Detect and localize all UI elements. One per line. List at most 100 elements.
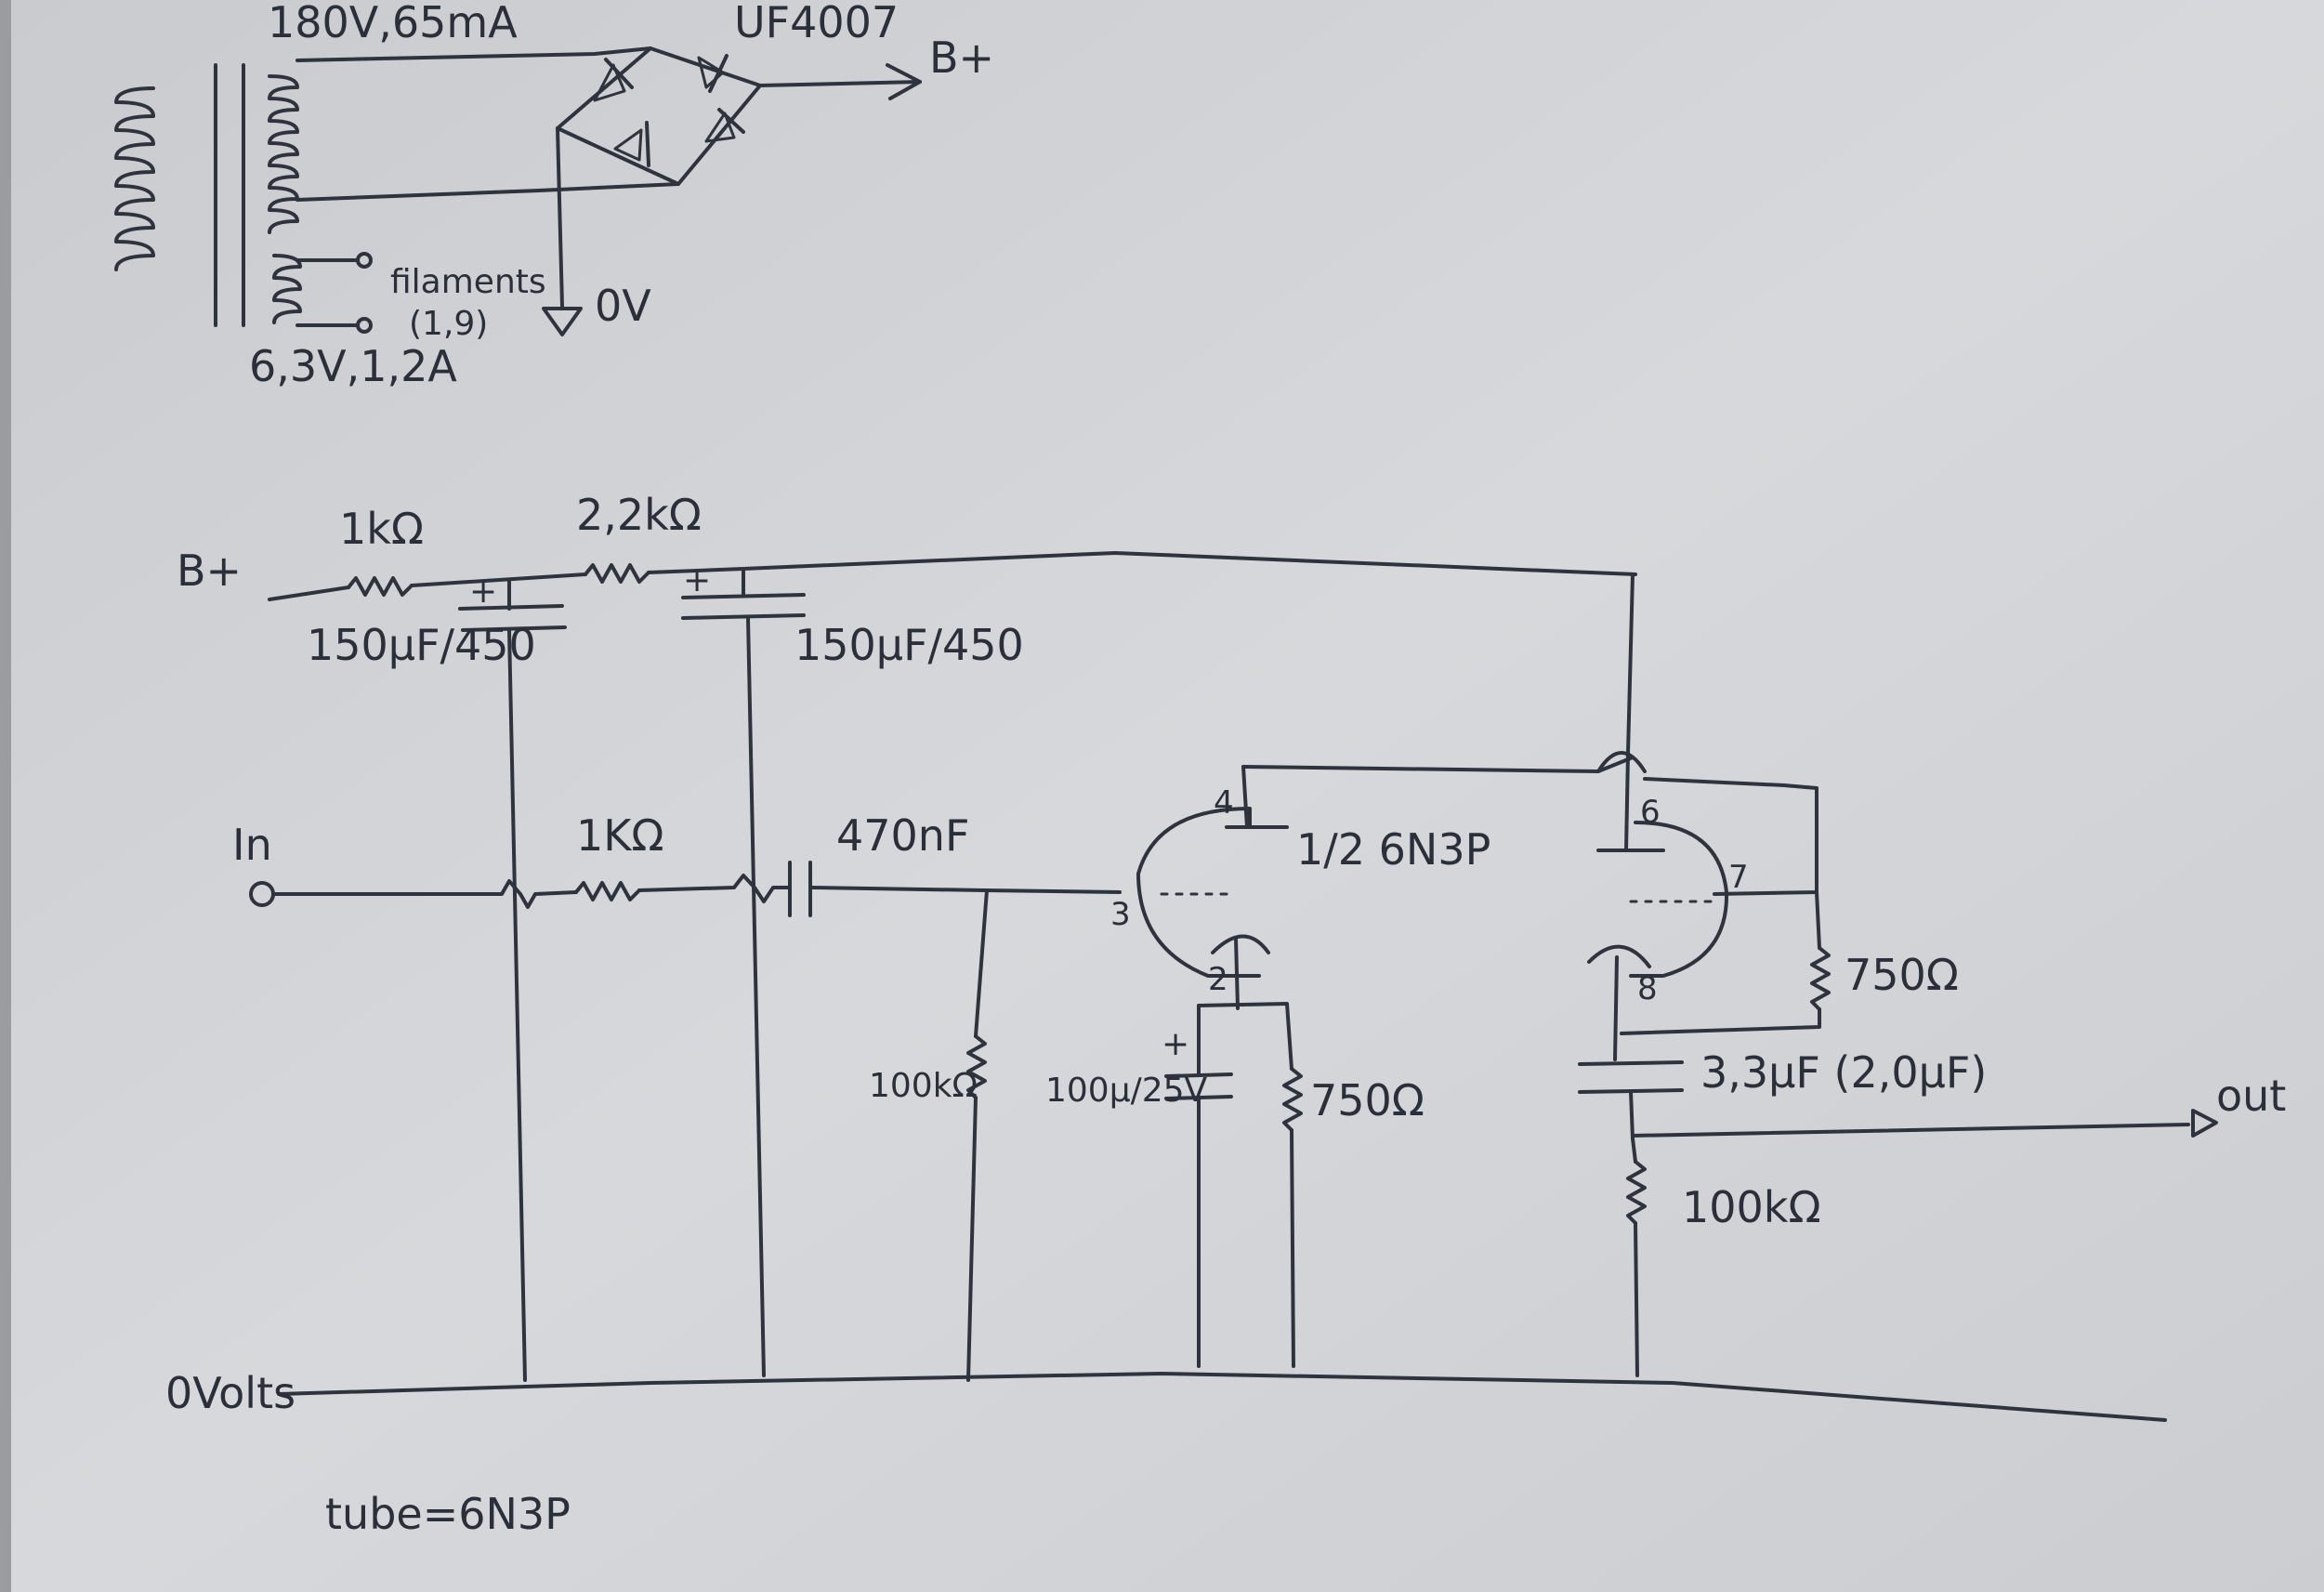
filament-terminal-top bbox=[356, 252, 373, 269]
heater-winding-label: 6,3V,1,2A bbox=[249, 341, 457, 391]
tube2-pin-plate: 6 bbox=[1640, 794, 1661, 831]
tube1-plate-lead bbox=[1241, 765, 1249, 829]
ground-symbol bbox=[542, 307, 583, 336]
out-res-top-wire bbox=[1631, 1137, 1637, 1164]
bplus-rail-wire bbox=[268, 585, 350, 601]
bplus-rail-wire bbox=[647, 551, 1637, 576]
out-cap-bottom-lead bbox=[1629, 1090, 1635, 1140]
power-supply-section: 180V,65mA 6,3V,1,2A filaments (1,9) UF40… bbox=[114, 0, 994, 391]
tube1-label: 1/2 6N3P bbox=[1296, 824, 1490, 875]
ground-rail-label: 0Volts bbox=[165, 1368, 295, 1418]
rectifier-output-wire bbox=[758, 80, 922, 87]
c2-filter-capacitor-plate bbox=[681, 613, 806, 620]
cathode1-wire bbox=[1197, 1002, 1293, 1071]
c-coupling-label: 470nF bbox=[836, 810, 969, 861]
filament-pins-label: (1,9) bbox=[409, 305, 488, 343]
r-grid-ground-wire bbox=[966, 1096, 978, 1382]
tube2-plate-lead bbox=[1624, 751, 1630, 852]
r-grid-resistor bbox=[966, 1034, 987, 1099]
tube2-cathode bbox=[1587, 944, 1651, 968]
c2-filter-capacitor-plate bbox=[681, 593, 806, 599]
c2-filter-label: 150µF/450 bbox=[794, 620, 1024, 670]
supply-ground-label: 0V bbox=[595, 281, 651, 331]
tube1-pin-grid: 3 bbox=[1110, 896, 1131, 933]
tube2-cathode-lead bbox=[1613, 955, 1619, 1061]
output-arrow bbox=[2191, 1109, 2218, 1138]
input-section: In 1KΩ 470nF 100kΩ bbox=[232, 810, 1122, 1382]
r1-filter-resistor bbox=[347, 576, 414, 597]
r1-filter-label: 1kΩ bbox=[339, 504, 424, 554]
ground-rail bbox=[277, 1372, 2167, 1422]
transformer-hv-secondary-coil bbox=[268, 74, 299, 234]
tube1-pin-cathode: 2 bbox=[1208, 961, 1228, 998]
r2-filter-resistor bbox=[584, 563, 650, 584]
tube1-cathode bbox=[1211, 934, 1270, 954]
c1-ground-wire bbox=[507, 628, 527, 1382]
rectifier-diode bbox=[613, 121, 650, 167]
stage1-tube: 4 3 2 1/2 6N3P + 100µ/25V 750Ω bbox=[1045, 756, 1635, 1368]
cathode-resistor-label: 750Ω bbox=[1310, 1075, 1425, 1125]
bplus-to-stage2-wire bbox=[1626, 572, 1635, 755]
tube2-pin-cathode: 8 bbox=[1637, 970, 1658, 1007]
stage2-tube: 6 7 8 750Ω 3,3µF (2,0µF) out 100kΩ bbox=[1578, 751, 2286, 1377]
filaments-label: filaments bbox=[390, 263, 546, 301]
r-grid-wire bbox=[974, 888, 989, 1038]
cathode-resistor bbox=[1282, 1067, 1303, 1132]
bplus-filter-section: B+ 1kΩ 2,2kΩ + 150µF/450 + 150µF/450 bbox=[177, 490, 1637, 1382]
stage2-750-label: 750Ω bbox=[1845, 950, 1959, 1000]
ground-rail-section: 0Volts bbox=[165, 1368, 2167, 1422]
hv-winding-label: 180V,65mA bbox=[268, 0, 518, 47]
paper-edge bbox=[0, 0, 11, 1592]
r2-filter-label: 2,2kΩ bbox=[576, 490, 702, 540]
r-grid-label: 100kΩ bbox=[869, 1067, 978, 1105]
input-wire bbox=[271, 879, 578, 909]
res750-bottom-wire bbox=[1620, 1007, 1821, 1035]
input-wire bbox=[637, 874, 790, 903]
cathode-cap-plus-mark: + bbox=[1162, 1025, 1189, 1063]
grid2-wire bbox=[1643, 777, 1818, 896]
transformer-primary-coil bbox=[114, 86, 155, 271]
out-capacitor-label: 3,3µF (2,0µF) bbox=[1700, 1047, 1987, 1098]
c2-ground-wire bbox=[746, 616, 766, 1377]
out-capacitor-plate bbox=[1578, 1060, 1684, 1066]
stage2-750-resistor bbox=[1810, 946, 1831, 1011]
rectifier-diode bbox=[697, 54, 729, 93]
c2-plus-mark: + bbox=[683, 561, 711, 599]
tube1-cathode-lead bbox=[1234, 937, 1240, 1010]
rectifier-diode bbox=[593, 58, 634, 102]
c1-filter-label: 150µF/450 bbox=[307, 620, 536, 670]
res750-top-wire bbox=[1815, 890, 1821, 950]
bplus-rail-wire bbox=[410, 572, 587, 587]
cathode-bypass-cap-label: 100µ/25V bbox=[1045, 1072, 1208, 1110]
tube1-envelope bbox=[1136, 807, 1261, 978]
c1-filter-capacitor-plate bbox=[461, 625, 567, 632]
out-res-ground-wire bbox=[1634, 1221, 1639, 1377]
tube-type-note: tube=6N3P bbox=[325, 1489, 571, 1539]
wire-crossover bbox=[1596, 751, 1647, 773]
bridge-ground-wire bbox=[556, 126, 564, 309]
bplus-input-label: B+ bbox=[177, 546, 242, 596]
r-series-input-label: 1KΩ bbox=[576, 810, 664, 861]
supply-bplus-label: B+ bbox=[929, 33, 994, 83]
c1-plus-mark: + bbox=[469, 572, 497, 611]
out-resistor-label: 100kΩ bbox=[1682, 1182, 1821, 1232]
cathode-res-ground-wire bbox=[1290, 1128, 1295, 1368]
output-label: out bbox=[2216, 1071, 2286, 1121]
r-series-input-resistor bbox=[574, 881, 641, 901]
hv-bottom-wire bbox=[295, 182, 680, 202]
rectifier-label: UF4007 bbox=[734, 0, 899, 47]
tube1-pin-plate: 4 bbox=[1214, 784, 1234, 822]
filament-terminal-bottom bbox=[356, 317, 373, 334]
hv-top-wire bbox=[295, 46, 652, 62]
output-wire bbox=[1631, 1123, 2190, 1138]
c1-filter-capacitor-plate bbox=[458, 604, 564, 611]
input-label: In bbox=[232, 820, 272, 870]
out-resistor bbox=[1626, 1160, 1647, 1225]
cathode-bypass-capacitor-plate bbox=[1164, 1072, 1233, 1078]
tube2-pin-grid: 7 bbox=[1728, 859, 1749, 896]
bplus-arrow bbox=[886, 63, 922, 100]
transformer-filament-coil bbox=[272, 254, 302, 324]
rectifier-diode bbox=[704, 108, 745, 143]
